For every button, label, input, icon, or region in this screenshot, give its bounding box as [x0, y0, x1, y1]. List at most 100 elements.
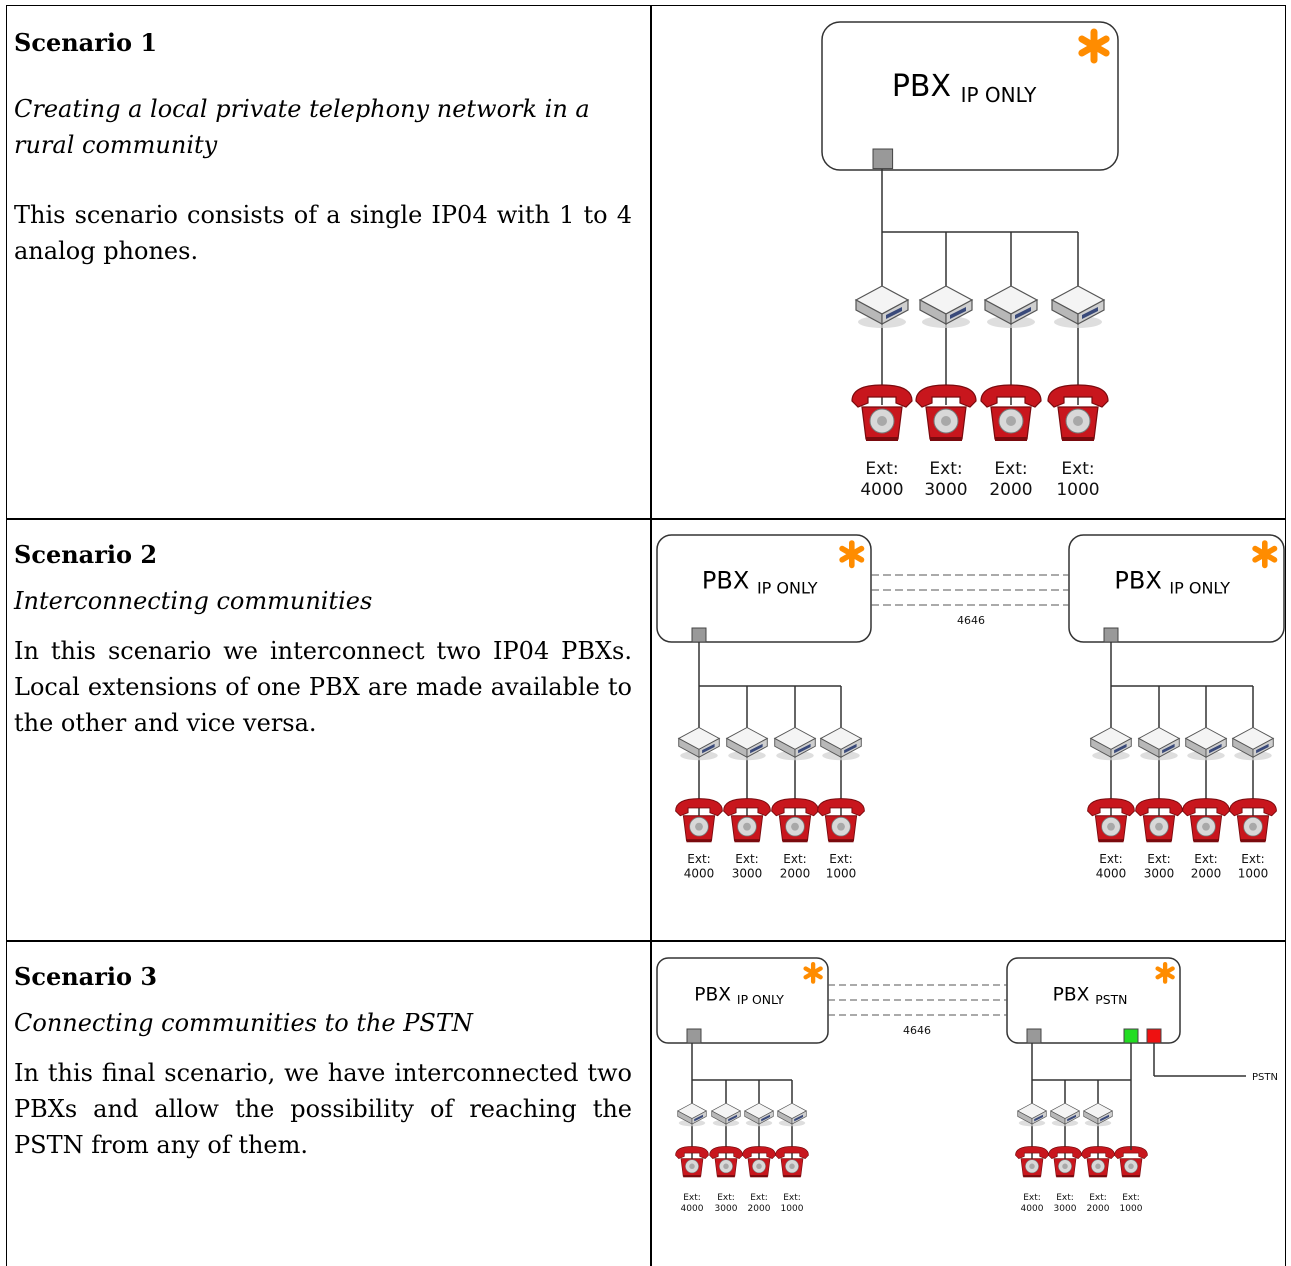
extension-number: 2000: [989, 480, 1032, 500]
extension-label: Ext:: [994, 459, 1027, 479]
ata-adapter-icon: [1083, 1102, 1113, 1127]
pbx-scenario3-right-label: PBX PSTN: [1053, 985, 1128, 1008]
scenario-1-text: Scenario 1 Creating a local private tele…: [14, 28, 632, 269]
telephone-icon: [1087, 798, 1135, 843]
extension-number: 1000: [781, 1204, 804, 1214]
ata-adapter-icon: [1050, 285, 1106, 328]
scenario-1-body: This scenario consists of a single IP04 …: [14, 201, 632, 265]
ata-adapter-icon: [1050, 1102, 1080, 1127]
asterisk-logo-icon: [803, 962, 823, 984]
scenario-1-subtitle: Creating a local private telephony netwo…: [14, 95, 590, 159]
extension-label: Ext:: [1061, 459, 1094, 479]
extension-number: 4000: [860, 480, 903, 500]
extension-label: Ext:: [929, 459, 962, 479]
ata-adapter-icon: [1184, 726, 1228, 761]
column-divider: [650, 6, 652, 1266]
scenario-1-title: Scenario 1: [14, 28, 158, 57]
extension-number: 2000: [780, 866, 811, 880]
ethernet-port-icon: [1103, 627, 1119, 643]
telephone-icon: [723, 798, 771, 843]
extension-label: Ext:: [1056, 1193, 1074, 1203]
telephone-icon: [1135, 798, 1183, 843]
ata-adapter-icon: [854, 285, 910, 328]
pbx-scenario3-left-label: PBX IP ONLY: [694, 985, 784, 1008]
pbx-scenario1-label: PBX IP ONLY: [892, 69, 1037, 107]
telephone-icon: [980, 384, 1042, 441]
extension-label: Ext:: [683, 1193, 701, 1203]
asterisk-logo-icon: [1252, 540, 1278, 569]
scenario-3-title: Scenario 3: [14, 962, 158, 991]
extension-label: Ext:: [865, 459, 898, 479]
scenario-3-text: Scenario 3 Connecting communities to the…: [14, 962, 632, 1163]
asterisk-logo-icon: [1078, 28, 1110, 64]
telephone-icon: [675, 798, 723, 843]
extension-label: Ext:: [783, 1193, 801, 1203]
pbx-scenario2-left-box: [656, 534, 872, 643]
extension-number: 3000: [732, 866, 763, 880]
scenario-2-body: In this scenario we interconnect two IP0…: [14, 637, 632, 737]
telephone-icon: [675, 1146, 709, 1178]
extension-label: Ext:: [829, 852, 852, 866]
asterisk-logo-icon: [1155, 962, 1175, 984]
extension-number: 3000: [1054, 1204, 1077, 1214]
ethernet-port-icon: [872, 148, 894, 170]
telephone-icon: [1048, 1146, 1082, 1178]
telephone-icon: [1081, 1146, 1115, 1178]
ata-adapter-icon: [1017, 1102, 1047, 1127]
ata-adapter-icon: [777, 1102, 807, 1127]
fxo-port-red-icon: [1146, 1028, 1162, 1044]
extension-number: 3000: [924, 480, 967, 500]
extension-label: Ext:: [1122, 1193, 1140, 1203]
ata-adapter-icon: [1089, 726, 1133, 761]
ethernet-port-icon: [691, 627, 707, 643]
telephone-icon: [1015, 1146, 1049, 1178]
ata-adapter-icon: [711, 1102, 741, 1127]
pstn-label: PSTN: [1252, 1072, 1278, 1083]
trunk-port-label: 4646: [957, 614, 985, 627]
extension-number: 3000: [1144, 866, 1175, 880]
extension-number: 4000: [1096, 866, 1127, 880]
extension-number: 1000: [1238, 866, 1269, 880]
asterisk-logo-icon: [839, 540, 865, 569]
extension-number: 4000: [684, 866, 715, 880]
extension-label: Ext:: [1194, 852, 1217, 866]
extension-label: Ext:: [1023, 1193, 1041, 1203]
extension-number: 2000: [1191, 866, 1222, 880]
pbx-scenario2-left-label: PBX IP ONLY: [702, 567, 818, 598]
scenario-2-text: Scenario 2 Interconnecting communities I…: [14, 540, 632, 741]
extension-label: Ext:: [1089, 1193, 1107, 1203]
extension-label: Ext:: [1099, 852, 1122, 866]
extension-label: Ext:: [1147, 852, 1170, 866]
ata-adapter-icon: [1231, 726, 1275, 761]
row-divider-1: [7, 518, 1285, 520]
telephone-icon: [1047, 384, 1109, 441]
extension-number: 4000: [1021, 1204, 1044, 1214]
pbx-scenario2-right-label: PBX IP ONLY: [1114, 567, 1230, 598]
extension-label: Ext:: [687, 852, 710, 866]
extension-number: 1000: [826, 866, 857, 880]
telephone-icon: [817, 798, 865, 843]
extension-label: Ext:: [1241, 852, 1264, 866]
scenario-2-title: Scenario 2: [14, 540, 158, 569]
scenario-2-subtitle: Interconnecting communities: [14, 587, 373, 615]
fxo-port-green-icon: [1123, 1028, 1139, 1044]
telephone-icon: [1114, 1146, 1148, 1178]
telephone-icon: [851, 384, 913, 441]
telephone-icon: [915, 384, 977, 441]
ata-adapter-icon: [677, 1102, 707, 1127]
telephone-icon: [709, 1146, 743, 1178]
telephone-icon: [742, 1146, 776, 1178]
extension-label: Ext:: [717, 1193, 735, 1203]
ata-adapter-icon: [725, 726, 769, 761]
scenario-3-subtitle: Connecting communities to the PSTN: [14, 1009, 473, 1037]
extension-number: 1000: [1056, 480, 1099, 500]
extension-label: Ext:: [735, 852, 758, 866]
row-divider-2: [7, 940, 1285, 942]
telephone-icon: [771, 798, 819, 843]
ethernet-port-icon: [1026, 1028, 1042, 1044]
ethernet-port-icon: [686, 1028, 702, 1044]
pbx-scenario1-box: [821, 21, 1119, 171]
telephone-icon: [1229, 798, 1277, 843]
ata-adapter-icon: [1137, 726, 1181, 761]
